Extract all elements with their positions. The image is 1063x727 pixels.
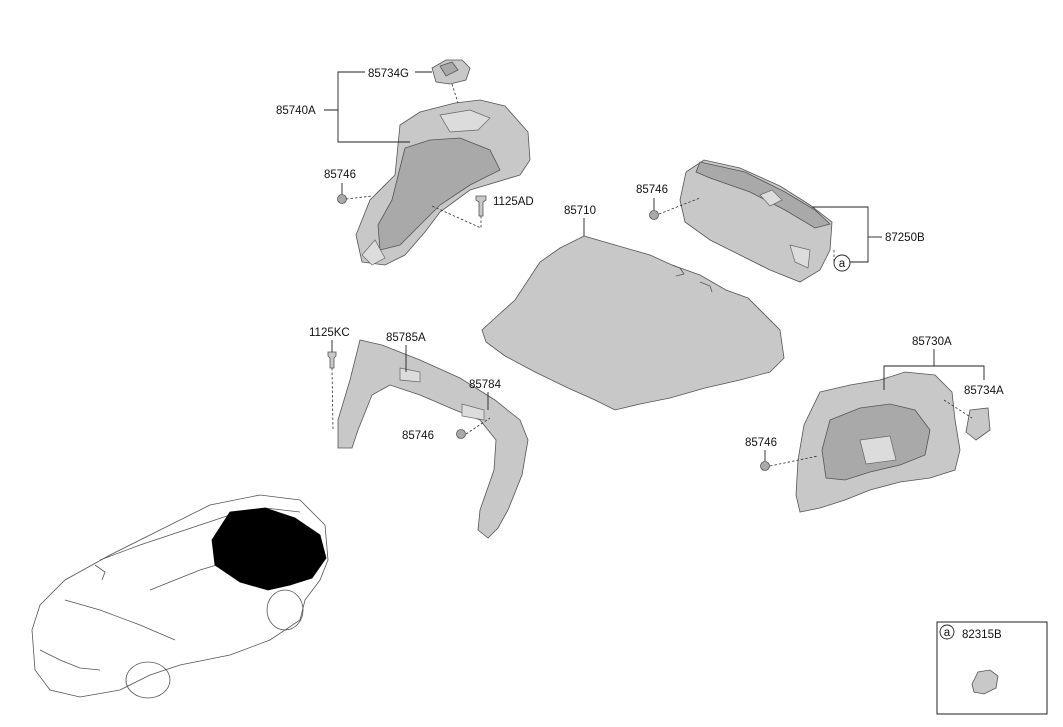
fastener-82315B <box>971 669 999 695</box>
label-1125KC: 1125KC <box>309 327 350 339</box>
label-82315B: 82315B <box>962 629 1002 641</box>
trim-87250B <box>679 159 833 283</box>
label-85730A: 85730A <box>912 336 952 348</box>
trunk-highlight <box>211 507 327 591</box>
callout-a: a <box>833 254 851 272</box>
clip-85746-middle-right <box>760 461 770 471</box>
callout-a-mark: a <box>839 258 846 270</box>
label-85734A: 85734A <box>964 385 1004 397</box>
trim-85730A <box>795 371 961 513</box>
clip-85746-top-left <box>337 194 347 204</box>
label-85710: 85710 <box>564 205 596 217</box>
clip-85746-top-right <box>649 210 659 220</box>
bolt-1125AD <box>475 195 487 217</box>
clip-85734G <box>431 59 471 85</box>
label-85734G: 85734G <box>368 68 409 80</box>
label-87250B: 87250B <box>885 232 925 244</box>
label-85785A: 85785A <box>386 332 426 344</box>
bolt-1125KC <box>327 351 337 369</box>
trim-85785A <box>337 339 529 539</box>
leader-lines <box>324 71 985 467</box>
label-85746-top-left: 85746 <box>324 169 356 181</box>
car-illustration <box>31 494 329 699</box>
mat-85710 <box>481 235 785 411</box>
label-85746-middle-right: 85746 <box>745 437 777 449</box>
clip-85734A <box>965 407 991 441</box>
clip-85746-middle-left <box>456 429 466 439</box>
label-1125AD: 1125AD <box>493 196 534 208</box>
inset-box-82315B: a 82315B <box>936 621 1048 715</box>
inset-callout-mark: a <box>944 627 951 639</box>
part-labels: 85734G 85740A 85746 1125AD 85710 85746 8… <box>276 68 1004 449</box>
label-85746-middle-left: 85746 <box>402 430 434 442</box>
trim-85740A <box>355 99 531 266</box>
label-85740A: 85740A <box>276 105 316 117</box>
label-85784: 85784 <box>469 379 502 391</box>
label-85746-top-right: 85746 <box>636 184 668 196</box>
